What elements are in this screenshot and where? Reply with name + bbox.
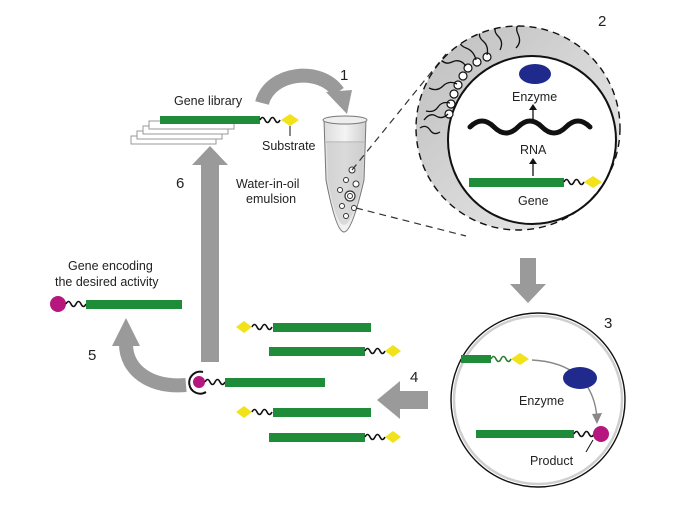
- gene-library: [130, 114, 299, 145]
- desired-gene: [50, 296, 182, 312]
- step5-arrowhead: [112, 318, 140, 346]
- step2-to-3-arrow: [510, 258, 546, 303]
- zoom-line-bottom: [355, 207, 467, 237]
- gene-bar-step3-top: [461, 355, 491, 363]
- step5-arrow: [119, 343, 187, 393]
- enzyme-label-step3: Enzyme: [519, 394, 564, 408]
- step-number-4: 4: [410, 369, 418, 386]
- enzyme-label: Enzyme: [512, 90, 557, 104]
- gene-encoding-label-1: Gene encoding: [68, 259, 153, 273]
- rna-strand: [467, 118, 593, 136]
- substrate-diamond-step3: [511, 353, 529, 365]
- substrate-diamond-droplet: [584, 176, 602, 188]
- product-circle: [593, 426, 609, 442]
- gene-library-label: Gene library: [174, 94, 243, 108]
- step1-arrowhead: [326, 90, 352, 114]
- emulsion-label: emulsion: [246, 192, 296, 206]
- emulsion-tube: [322, 115, 368, 233]
- step-number-3: 3: [604, 315, 612, 332]
- step-number-6: 6: [176, 175, 184, 192]
- linker: [259, 116, 281, 124]
- step-number-2: 2: [598, 13, 606, 30]
- rna-label: RNA: [520, 143, 547, 157]
- water-in-oil-label: Water-in-oil: [236, 177, 299, 191]
- gene-bar-step3-bottom: [476, 430, 574, 438]
- zoom-line-top: [351, 53, 447, 171]
- selected-gene: [188, 370, 325, 395]
- product-label: Product: [530, 454, 574, 468]
- step-number-1: 1: [340, 67, 348, 84]
- gene-pool: [236, 321, 401, 443]
- step-number-5: 5: [88, 347, 96, 364]
- enzyme-blob-step3: [563, 367, 597, 389]
- step6-arrow: [192, 146, 228, 362]
- step4-arrow: [377, 381, 428, 419]
- step1-arrow: [255, 68, 344, 106]
- enzyme-blob: [519, 64, 551, 84]
- gene-label: Gene: [518, 194, 549, 208]
- substrate-diamond: [281, 114, 299, 126]
- gene-bar: [160, 116, 260, 124]
- substrate-label: Substrate: [262, 139, 316, 153]
- gene-encoding-label-2: the desired activity: [55, 275, 159, 289]
- surfactant-layer: [419, 26, 523, 135]
- gene-bar-droplet: [469, 178, 564, 187]
